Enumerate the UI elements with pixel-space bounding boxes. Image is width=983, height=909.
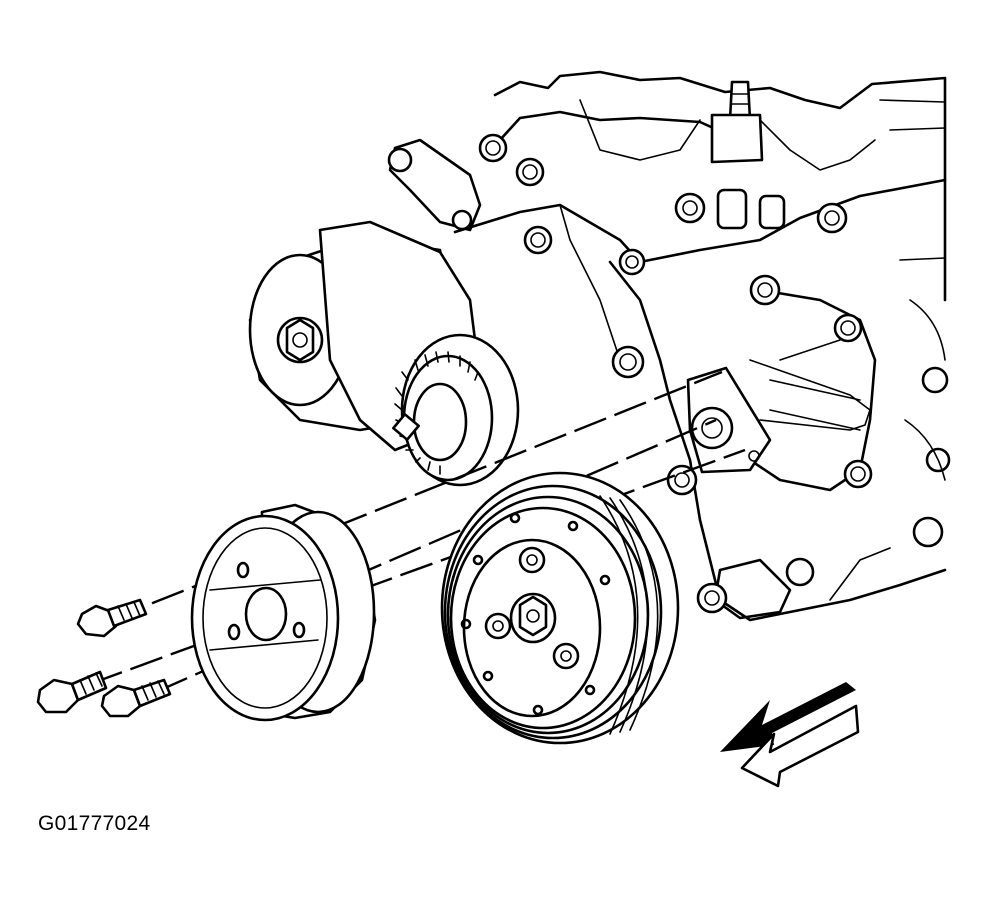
bolt-icon [76, 598, 148, 638]
bolt-head-icon [611, 345, 645, 379]
bolt-head-icon [478, 133, 508, 163]
bolt-head-icon [674, 192, 706, 224]
tensioner-pivot-bolt-icon [276, 316, 324, 364]
bolt-head-icon [833, 313, 863, 343]
bolt-head-icon [523, 225, 553, 255]
water-pump-pulley [190, 503, 377, 722]
belt-tensioner [248, 220, 520, 487]
balancer-center-bolt-icon [509, 592, 557, 644]
bolt-head-icon [666, 464, 698, 496]
bolt-head-icon [816, 202, 848, 234]
bolt-head-icon [518, 546, 546, 574]
bolt-head-icon [552, 642, 580, 670]
bolt-icon [100, 678, 172, 718]
bolt-head-icon [696, 582, 728, 614]
front-arrow-icon [720, 682, 860, 788]
bolt-head-icon [749, 274, 781, 306]
figure-id-label: G01777024 [38, 812, 151, 835]
bolt-icon [36, 670, 108, 714]
bolt-head-icon [515, 157, 545, 187]
bolt-head-icon [618, 248, 646, 276]
crankshaft-balancer [440, 471, 680, 745]
pulley-bolts [36, 598, 172, 718]
bolt-head-icon [484, 612, 512, 640]
water-pump-hub [686, 359, 871, 474]
bolt-head-icon [843, 459, 873, 489]
